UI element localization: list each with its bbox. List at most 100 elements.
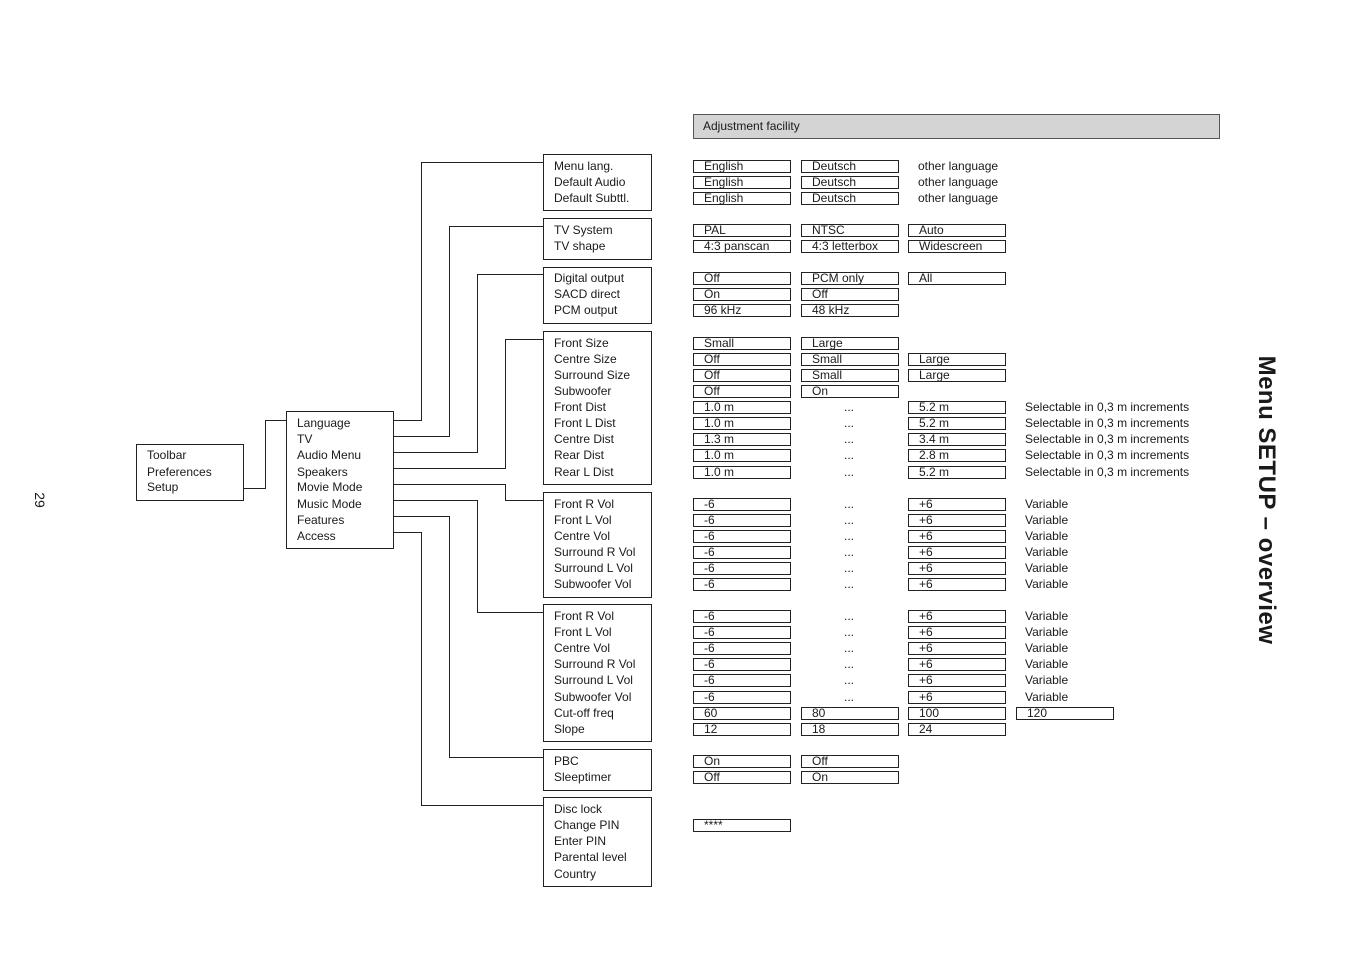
submenu-item[interactable]: Country — [554, 867, 597, 881]
submenu-item[interactable]: Rear L Dist — [554, 465, 614, 479]
submenu-item[interactable]: Surround R Vol — [554, 657, 636, 671]
option-box[interactable]: +6 — [908, 514, 1006, 527]
option-box[interactable]: +6 — [908, 626, 1006, 639]
setup-menu-item[interactable]: Speakers — [297, 465, 348, 479]
option-box[interactable]: -6 — [693, 514, 791, 527]
submenu-item[interactable]: Subwoofer — [554, 384, 612, 398]
option-box[interactable]: -6 — [693, 691, 791, 704]
option-box[interactable]: -6 — [693, 610, 791, 623]
submenu-item[interactable]: Centre Vol — [554, 529, 611, 543]
option-box[interactable]: +6 — [908, 610, 1006, 623]
option-box[interactable]: Off — [693, 385, 791, 398]
option-box[interactable]: 120 — [1016, 707, 1114, 720]
submenu-item[interactable]: Subwoofer Vol — [554, 690, 632, 704]
submenu-item[interactable]: Surround Size — [554, 368, 631, 382]
option-box[interactable]: 1.3 m — [693, 433, 791, 446]
option-box[interactable]: Off — [693, 369, 791, 382]
option-box[interactable]: 5.2 m — [908, 466, 1006, 479]
option-box[interactable]: -6 — [693, 642, 791, 655]
submenu-item[interactable]: Surround L Vol — [554, 673, 633, 687]
option-box[interactable]: Off — [801, 755, 899, 768]
toolbar-menu-item[interactable]: Preferences — [147, 465, 212, 479]
option-box[interactable]: On — [801, 771, 899, 784]
submenu-item[interactable]: TV System — [554, 223, 613, 237]
option-box[interactable]: Large — [801, 337, 899, 350]
option-box[interactable]: **** — [693, 819, 791, 832]
option-box[interactable]: 2.8 m — [908, 449, 1006, 462]
option-box[interactable]: 5.2 m — [908, 401, 1006, 414]
option-box[interactable]: -6 — [693, 626, 791, 639]
submenu-item[interactable]: Sleeptimer — [554, 770, 612, 784]
submenu-item[interactable]: Parental level — [554, 850, 627, 864]
setup-menu-item[interactable]: TV — [297, 432, 313, 446]
option-box[interactable]: -6 — [693, 674, 791, 687]
submenu-item[interactable]: Surround L Vol — [554, 561, 633, 575]
option-box[interactable]: -6 — [693, 530, 791, 543]
option-box[interactable]: Small — [693, 337, 791, 350]
option-box[interactable]: PAL — [693, 224, 791, 237]
setup-menu-item[interactable]: Audio Menu — [297, 448, 362, 462]
submenu-item[interactable]: TV shape — [554, 239, 606, 253]
option-box[interactable]: +6 — [908, 562, 1006, 575]
setup-menu-item[interactable]: Language — [297, 416, 351, 430]
submenu-item[interactable]: Digital output — [554, 271, 625, 285]
submenu-item[interactable]: Front Dist — [554, 400, 607, 414]
setup-menu-item[interactable]: Music Mode — [297, 497, 362, 511]
option-box[interactable]: On — [693, 288, 791, 301]
option-box[interactable]: -6 — [693, 546, 791, 559]
option-box[interactable]: +6 — [908, 530, 1006, 543]
option-box[interactable]: Auto — [908, 224, 1006, 237]
submenu-item[interactable]: Rear Dist — [554, 448, 605, 462]
option-box[interactable]: Small — [801, 353, 899, 366]
option-box[interactable]: 100 — [908, 707, 1006, 720]
submenu-item[interactable]: Centre Size — [554, 352, 617, 366]
submenu-item[interactable]: Front L Dist — [554, 416, 616, 430]
option-box[interactable]: On — [801, 385, 899, 398]
option-box[interactable]: On — [693, 755, 791, 768]
submenu-item[interactable]: Front L Vol — [554, 625, 612, 639]
option-box[interactable]: 18 — [801, 723, 899, 736]
option-box[interactable]: 1.0 m — [693, 417, 791, 430]
submenu-item[interactable]: Front R Vol — [554, 609, 615, 623]
submenu-item[interactable]: Enter PIN — [554, 834, 607, 848]
setup-menu-item[interactable]: Movie Mode — [297, 480, 363, 494]
option-box[interactable]: 48 kHz — [801, 304, 899, 317]
option-box[interactable]: +6 — [908, 642, 1006, 655]
option-box[interactable]: English — [693, 192, 791, 205]
option-box[interactable]: Off — [693, 771, 791, 784]
option-box[interactable]: Deutsch — [801, 192, 899, 205]
option-box[interactable]: -6 — [693, 498, 791, 511]
option-box[interactable]: 1.0 m — [693, 449, 791, 462]
submenu-item[interactable]: SACD direct — [554, 287, 621, 301]
option-box[interactable]: 12 — [693, 723, 791, 736]
option-box[interactable]: +6 — [908, 691, 1006, 704]
option-box[interactable]: 3.4 m — [908, 433, 1006, 446]
toolbar-menu-item[interactable]: Toolbar — [147, 448, 187, 462]
submenu-item[interactable]: Front R Vol — [554, 497, 615, 511]
submenu-item[interactable]: Disc lock — [554, 802, 603, 816]
submenu-item[interactable]: Change PIN — [554, 818, 620, 832]
submenu-item[interactable]: Centre Vol — [554, 641, 611, 655]
option-box[interactable]: 60 — [693, 707, 791, 720]
setup-menu-item[interactable]: Access — [297, 529, 336, 543]
submenu-item[interactable]: Slope — [554, 722, 585, 736]
option-box[interactable]: Widescreen — [908, 240, 1006, 253]
option-box[interactable]: +6 — [908, 546, 1006, 559]
option-box[interactable]: NTSC — [801, 224, 899, 237]
setup-menu-item[interactable]: Features — [297, 513, 345, 527]
option-box[interactable]: 24 — [908, 723, 1006, 736]
option-box[interactable]: 4:3 letterbox — [801, 240, 899, 253]
submenu-item[interactable]: Front Size — [554, 336, 609, 350]
option-box[interactable]: 80 — [801, 707, 899, 720]
option-box[interactable]: All — [908, 272, 1006, 285]
submenu-item[interactable]: Subwoofer Vol — [554, 577, 632, 591]
option-box[interactable]: 1.0 m — [693, 401, 791, 414]
option-box[interactable]: +6 — [908, 498, 1006, 511]
option-box[interactable]: +6 — [908, 658, 1006, 671]
option-box[interactable]: -6 — [693, 578, 791, 591]
option-box[interactable]: Deutsch — [801, 160, 899, 173]
option-box[interactable]: PCM only — [801, 272, 899, 285]
option-box[interactable]: +6 — [908, 578, 1006, 591]
option-box[interactable]: 1.0 m — [693, 466, 791, 479]
submenu-item[interactable]: Default Subttl. — [554, 191, 630, 205]
